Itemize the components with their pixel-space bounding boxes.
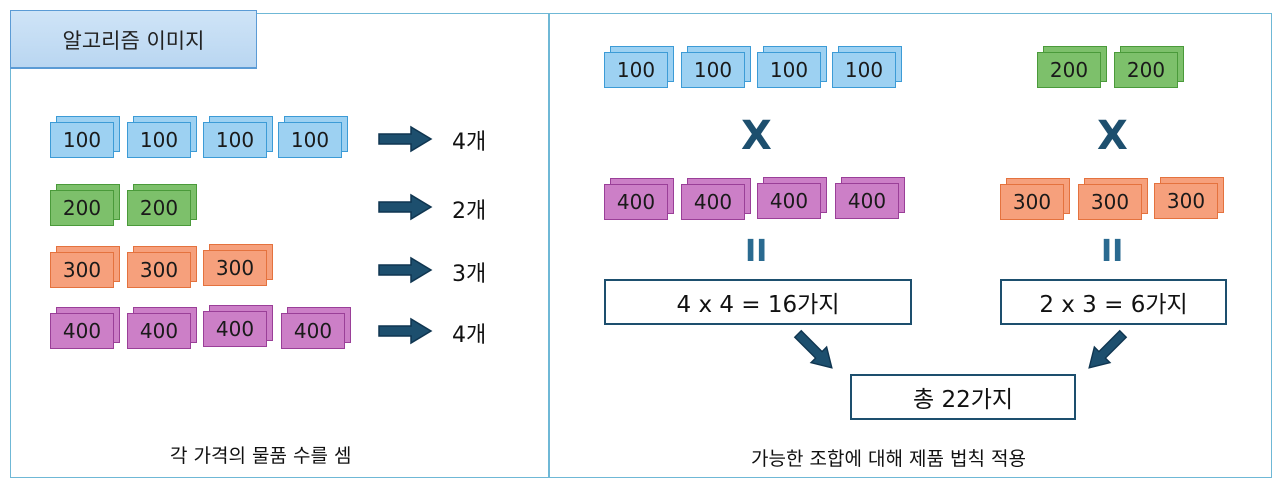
card-300: 300 (203, 244, 275, 288)
count-100: 4개 (452, 130, 487, 155)
card-100: 100 (127, 116, 199, 160)
card-400: 400 (203, 305, 275, 349)
card-200: 200 (1037, 46, 1109, 90)
right-arrow-icon (378, 126, 432, 152)
card-400: 400 (604, 178, 676, 222)
card-100: 100 (50, 116, 122, 160)
card-400: 400 (127, 307, 199, 351)
card-400: 400 (281, 307, 353, 351)
card-100: 100 (278, 116, 350, 160)
title-tab: 알고리즘 이미지 (10, 10, 257, 68)
down-left-arrow-icon (1080, 325, 1132, 377)
card-300: 300 (127, 246, 199, 290)
card-300: 300 (1154, 177, 1226, 221)
card-200: 200 (127, 184, 199, 228)
result-box-1: 4 x 4 = 16가지 (604, 279, 912, 325)
down-right-arrow-icon (789, 325, 841, 377)
card-400: 400 (50, 307, 122, 351)
right-panel (549, 13, 1272, 478)
equals-sign-2: II (1101, 234, 1124, 269)
card-300: 300 (1000, 178, 1072, 222)
equals-sign-1: II (745, 234, 768, 269)
right-arrow-icon (378, 257, 432, 283)
title-underline (10, 67, 257, 69)
card-100: 100 (203, 116, 275, 160)
card-100: 100 (604, 46, 676, 90)
left-caption: 각 가격의 물품 수를 셈 (170, 445, 352, 467)
right-caption: 가능한 조합에 대해 제품 법칙 적용 (751, 448, 1026, 470)
card-300: 300 (50, 246, 122, 290)
count-400: 4개 (452, 323, 487, 348)
title-text: 알고리즘 이미지 (62, 28, 205, 53)
card-400: 400 (835, 177, 907, 221)
card-400: 400 (757, 177, 829, 221)
multiply-sign-2: X (1097, 113, 1128, 159)
card-200: 200 (50, 184, 122, 228)
result-box-2: 2 x 3 = 6가지 (1000, 279, 1227, 325)
count-300: 3개 (452, 262, 487, 287)
card-300: 300 (1078, 178, 1150, 222)
card-400: 400 (681, 178, 753, 222)
right-arrow-icon (378, 318, 432, 344)
total-box: 총 22가지 (850, 374, 1076, 420)
card-100: 100 (681, 46, 753, 90)
multiply-sign-1: X (741, 113, 772, 159)
card-100: 100 (757, 46, 829, 90)
card-100: 100 (832, 46, 904, 90)
card-200: 200 (1114, 46, 1186, 90)
right-arrow-icon (378, 194, 432, 220)
count-200: 2개 (452, 199, 487, 224)
left-panel (10, 13, 549, 478)
